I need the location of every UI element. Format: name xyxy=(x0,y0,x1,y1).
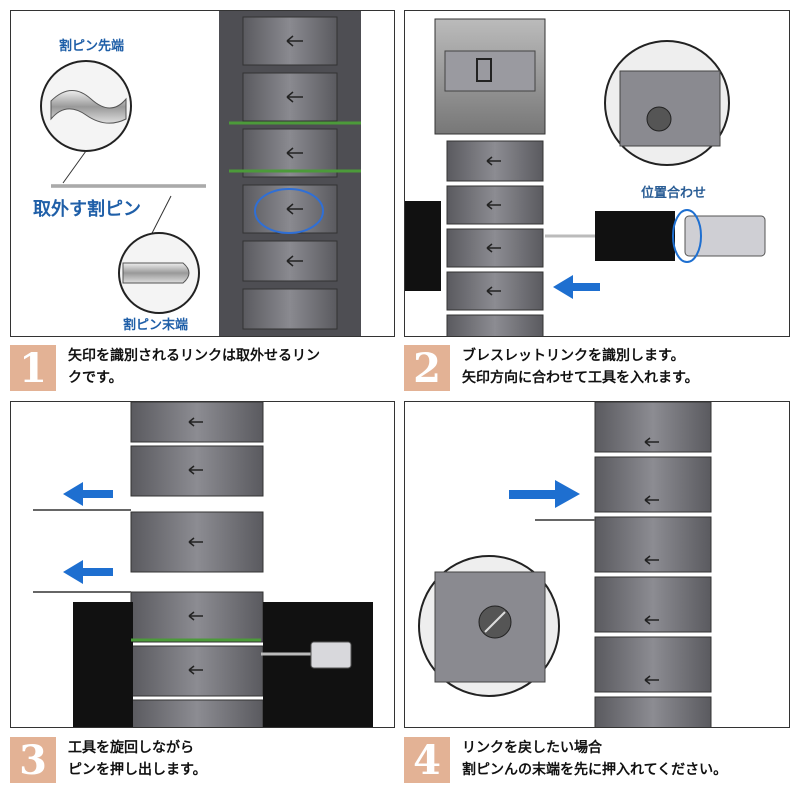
step-description: ブレスレットリンクを識別します。 矢印方向に合わせて工具を入れます。 xyxy=(462,348,699,386)
step-1-image: 割ピン先端 取外す割ピン 割ピン末端 xyxy=(10,10,395,337)
pin-remove-label: 取外す割ピン xyxy=(33,199,141,220)
step-number-badge: 3 xyxy=(10,737,56,784)
step-description: 工具を旋回しながら ピンを押し出します。 xyxy=(68,740,207,778)
step-number-badge: 2 xyxy=(404,345,450,392)
step-description: リンクを戻したい場合 割ピンんの末端を先に押入れてください。 xyxy=(462,740,728,778)
step-2-image: 位置合わせ xyxy=(404,10,790,337)
pin-out-arrows xyxy=(63,482,113,584)
direction-arrow xyxy=(553,275,600,299)
highlight-circle xyxy=(254,188,324,234)
pin-tip-label: 割ピン先端 xyxy=(59,39,125,54)
tool-pin-pusher xyxy=(595,211,675,261)
link-arrows xyxy=(286,35,303,267)
bracelet-links xyxy=(594,402,712,727)
step-3-caption: 3 工具を旋回しながら ピンを押し出します。 xyxy=(10,737,395,784)
step-4-image xyxy=(404,401,790,728)
pin-end-label: 割ピン末端 xyxy=(123,318,189,333)
step-number-badge: 4 xyxy=(404,737,450,784)
insert-arrow xyxy=(509,480,580,508)
step-4-caption: 4 リンクを戻したい場合 割ピンんの末端を先に押入れてください。 xyxy=(404,737,790,784)
alignment-label: 位置合わせ xyxy=(641,186,707,201)
step-3-image xyxy=(10,401,395,728)
step-2-caption: 2 ブレスレットリンクを識別します。 矢印方向に合わせて工具を入れます。 xyxy=(404,345,790,392)
tool-holder xyxy=(73,602,133,727)
bracelet-links xyxy=(130,402,264,727)
bracelet-links xyxy=(446,140,544,336)
step-description: 矢印を識別されるリンクは取外せるリン クです。 xyxy=(68,348,320,386)
step-1-caption: 1 矢印を識別されるリンクは取外せるリン クです。 xyxy=(10,345,395,392)
tool-holder xyxy=(405,201,441,291)
step-number-badge: 1 xyxy=(10,345,56,392)
